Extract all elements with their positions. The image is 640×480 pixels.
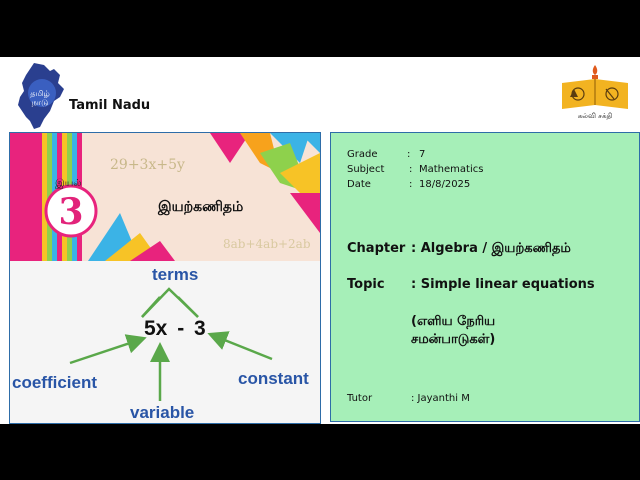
- lesson-info-panel: Grade : 7 Subject : Mathematics Date : 1…: [330, 132, 640, 422]
- kalvi-sakthi-text: கல்வி சக்தி: [577, 112, 613, 120]
- expression: 5x - 3: [144, 317, 206, 340]
- subject-key: Subject: [347, 164, 385, 175]
- grade-value: 7: [419, 149, 426, 160]
- topic-key: Topic: [347, 277, 385, 292]
- chapter-key: Chapter: [347, 241, 406, 256]
- subject-colon: :: [409, 164, 413, 175]
- state-name: Tamil Nadu: [69, 98, 151, 113]
- variable-label: variable: [130, 403, 195, 422]
- lesson-image-panel: இயல் 3 29+3x+5y இயற்கணிதம் 8ab+4ab+2ab: [9, 132, 321, 424]
- chapter-value: : Algebra / இயற்கணிதம்: [411, 241, 571, 256]
- tamil-nadu-logo: [14, 61, 68, 131]
- banner-expression-bottom: 8ab+4ab+2ab: [223, 237, 311, 251]
- diagram-arrows: [69, 287, 273, 401]
- tutor-key: Tutor: [347, 393, 373, 404]
- grade-colon: :: [407, 149, 411, 160]
- topic-tamil-line2: சமன்பாடுகள்): [411, 332, 496, 347]
- topic-value: : Simple linear equations: [411, 277, 595, 292]
- terms-label: terms: [152, 265, 199, 284]
- slide: தமிழ் நாடு Tamil Nadu கல்வி சக்தி: [0, 57, 640, 424]
- arrow-constant: [207, 331, 273, 361]
- lesson-banner: இயல் 3 29+3x+5y இயற்கணிதம் 8ab+4ab+2ab: [10, 133, 320, 261]
- topic-tamil-line1: (எளிய நேரிய: [411, 314, 496, 329]
- arrow-coefficient: [69, 334, 147, 365]
- subject-value: Mathematics: [419, 164, 484, 175]
- lesson-label: இயல்: [55, 178, 82, 189]
- kalvi-sakthi-logo: [556, 61, 634, 125]
- grade-key: Grade: [347, 149, 378, 160]
- banner-expression-top: 29+3x+5y: [110, 157, 185, 173]
- lesson-number: 3: [58, 191, 84, 233]
- date-key: Date: [347, 179, 371, 190]
- date-value: 18/8/2025: [419, 179, 471, 190]
- algebra-terms-diagram: terms 5x - 3 coefficient variable consta…: [10, 261, 320, 423]
- tamil-nadu-logo-text: தமிழ் நாடு: [30, 89, 50, 107]
- banner-decoration: [10, 133, 320, 261]
- constant-label: constant: [238, 369, 309, 388]
- banner-title: இயற்கணிதம்: [158, 199, 244, 215]
- date-colon: :: [409, 179, 413, 190]
- coefficient-label: coefficient: [12, 373, 98, 392]
- topic-tamil: (எளிய நேரிய சமன்பாடுகள்): [411, 313, 495, 349]
- tutor-value: : Jayanthi M: [411, 393, 470, 404]
